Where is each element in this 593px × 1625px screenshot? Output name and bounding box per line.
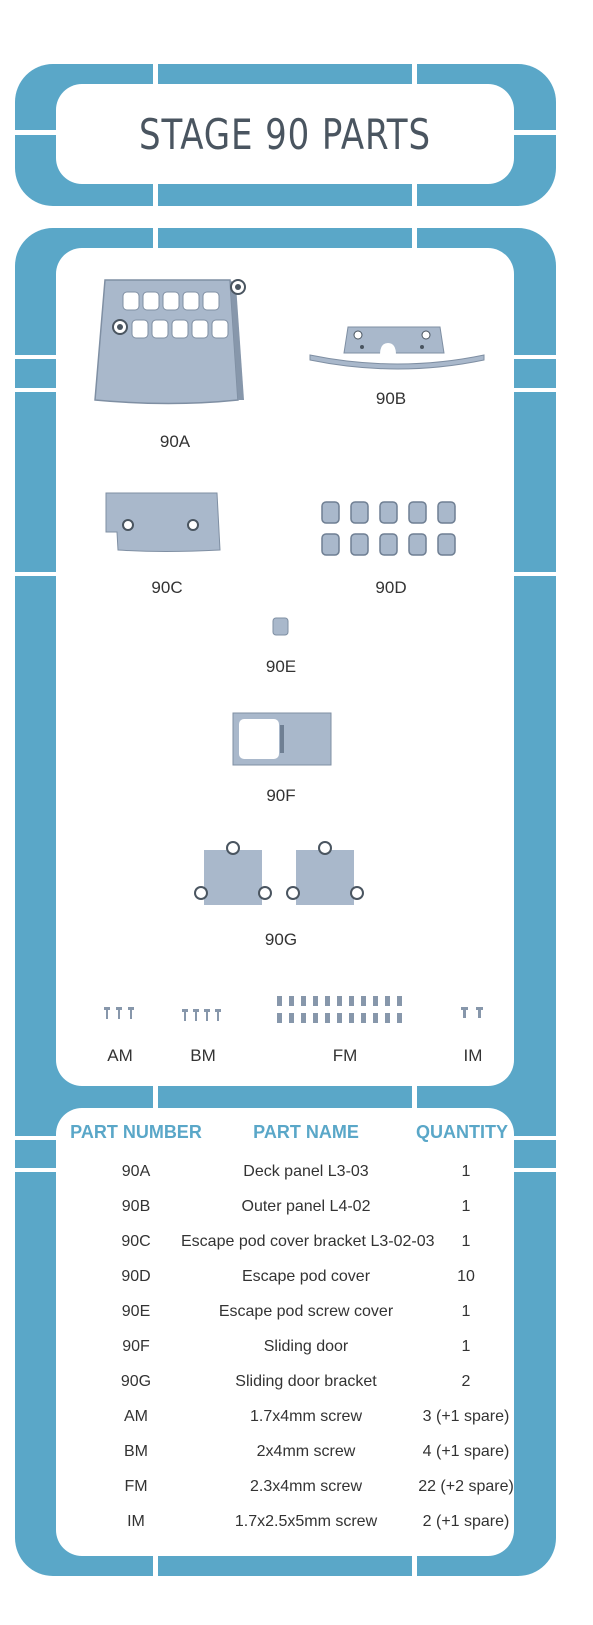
- cell-part-number: 90G: [120, 1373, 152, 1390]
- cell-part-name: Outer panel L4-02: [241, 1198, 371, 1215]
- table-row: BM 2x4mm screw 4 (+1 spare): [56, 1434, 514, 1469]
- table-row: 90C Escape pod cover bracket L3-02-03 1: [56, 1224, 514, 1259]
- cell-quantity: 4 (+1 spare): [422, 1443, 510, 1460]
- screw-am-image: [103, 1006, 137, 1020]
- cell-part-number: BM: [124, 1443, 148, 1460]
- screw-am-label: AM: [107, 1046, 133, 1065]
- header-part-number: PART NUMBER: [70, 1122, 202, 1142]
- cell-part-name: Escape pod cover bracket L3-02-03: [181, 1233, 435, 1250]
- cell-quantity: 1: [461, 1233, 471, 1250]
- part-90a-image: [90, 275, 250, 415]
- cell-quantity: 2 (+1 spare): [422, 1513, 510, 1530]
- cell-quantity: 1: [461, 1163, 471, 1180]
- table-row: 90F Sliding door 1: [56, 1329, 514, 1364]
- screw-bm-image: [181, 1008, 227, 1022]
- cell-quantity: 22 (+2 spare): [418, 1478, 514, 1495]
- part-90a-label: 90A: [159, 432, 191, 451]
- cell-part-name: Escape pod cover: [241, 1268, 371, 1285]
- part-90f-label: 90F: [266, 786, 296, 805]
- cell-part-name: Deck panel L3-03: [243, 1163, 369, 1180]
- cell-part-name: 1.7x2.5x5mm screw: [234, 1513, 378, 1530]
- cell-part-name: 1.7x4mm screw: [249, 1408, 363, 1425]
- header-quantity: QUANTITY: [416, 1122, 508, 1142]
- screw-im-image: [460, 1006, 486, 1020]
- cell-part-name: Sliding door bracket: [235, 1373, 377, 1390]
- cell-quantity: 2: [461, 1373, 471, 1390]
- part-90f-image: [232, 712, 332, 766]
- cell-part-number: IM: [127, 1513, 145, 1530]
- cell-part-number: 90F: [122, 1338, 150, 1355]
- cell-part-number: FM: [124, 1478, 148, 1495]
- title-panel: [56, 84, 514, 184]
- part-90e-label: 90E: [265, 657, 297, 676]
- cell-part-number: 90E: [121, 1303, 151, 1320]
- screw-fm-image: [276, 995, 414, 1025]
- cell-quantity: 1: [461, 1198, 471, 1215]
- table-row: FM 2.3x4mm screw 22 (+2 spare): [56, 1469, 514, 1504]
- part-90g-image: [192, 840, 372, 910]
- screw-bm-label: BM: [190, 1046, 216, 1065]
- part-90g-label: 90G: [264, 930, 298, 949]
- part-90c-label: 90C: [151, 578, 183, 597]
- table-row: 90B Outer panel L4-02 1: [56, 1189, 514, 1224]
- cell-part-number: 90B: [121, 1198, 151, 1215]
- table-row: 90G Sliding door bracket 2: [56, 1364, 514, 1399]
- header-part-name: PART NAME: [253, 1122, 359, 1142]
- part-90c-image: [103, 490, 223, 555]
- part-90d-image: [320, 500, 460, 558]
- cell-quantity: 1: [461, 1338, 471, 1355]
- table-row: AM 1.7x4mm screw 3 (+1 spare): [56, 1399, 514, 1434]
- table-panel: [56, 1108, 514, 1556]
- part-90e-image: [272, 617, 290, 637]
- table-row: 90E Escape pod screw cover 1: [56, 1294, 514, 1329]
- cell-quantity: 1: [461, 1303, 471, 1320]
- part-90d-label: 90D: [375, 578, 407, 597]
- cell-part-number: 90A: [121, 1163, 151, 1180]
- cell-part-number: AM: [124, 1408, 148, 1425]
- cell-quantity: 3 (+1 spare): [422, 1408, 510, 1425]
- page-title: STAGE 90 PARTS: [139, 109, 431, 159]
- cell-part-number: 90C: [121, 1233, 151, 1250]
- cell-part-name: 2.3x4mm screw: [249, 1478, 363, 1495]
- table-row: IM 1.7x2.5x5mm screw 2 (+1 spare): [56, 1504, 514, 1539]
- cell-quantity: 10: [457, 1268, 475, 1285]
- part-90b-label: 90B: [375, 389, 407, 408]
- part-90b-image: [308, 325, 488, 375]
- cell-part-name: Sliding door: [263, 1338, 349, 1355]
- cell-part-name: 2x4mm screw: [256, 1443, 356, 1460]
- screw-im-label: IM: [463, 1046, 483, 1065]
- cell-part-number: 90D: [121, 1268, 151, 1285]
- cell-part-name: Escape pod screw cover: [218, 1303, 394, 1320]
- table-row: 90A Deck panel L3-03 1: [56, 1154, 514, 1189]
- screw-fm-label: FM: [332, 1046, 358, 1065]
- table-row: 90D Escape pod cover 10: [56, 1259, 514, 1294]
